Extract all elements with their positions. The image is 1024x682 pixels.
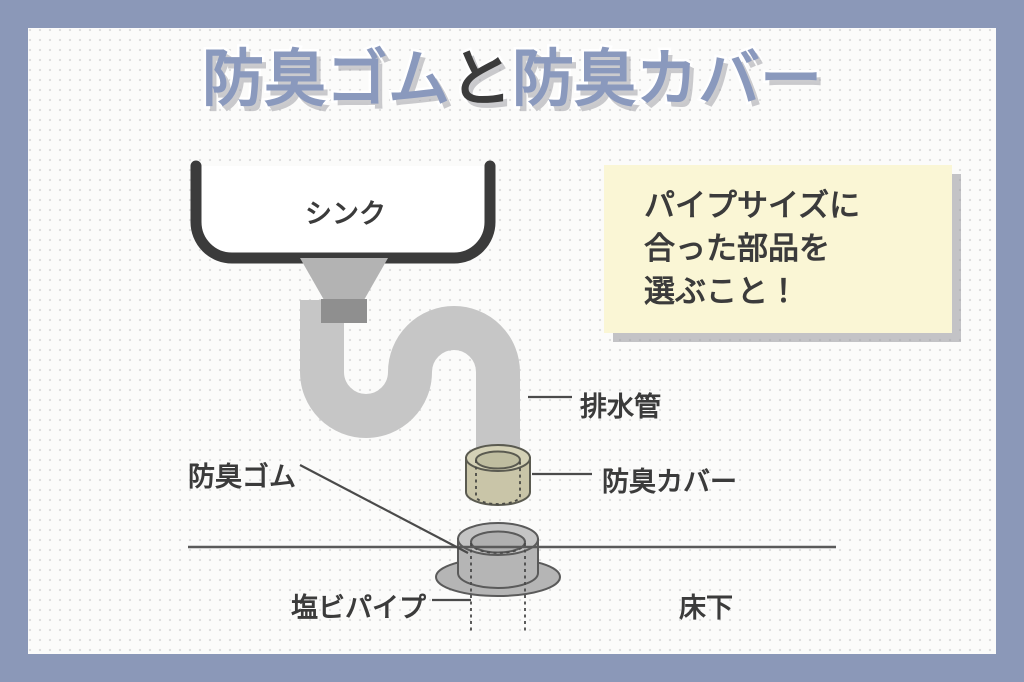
callout-line-2: 合った部品を: [644, 230, 830, 267]
label-pvc-pipe: 塩ビパイプ: [291, 593, 426, 624]
leader-lines: [299, 395, 592, 602]
callout-box: パイプサイズに 合った部品を 選ぶこと！: [604, 165, 952, 333]
drain-funnel-graphic: [300, 258, 388, 323]
label-odor-cover: 防臭カバー: [602, 467, 737, 498]
label-drain-pipe: 排水管: [580, 392, 661, 423]
label-under-floor: 床下: [679, 593, 733, 624]
odor-cover-graphic: [465, 444, 531, 506]
callout-line-3: 選ぶこと！: [644, 273, 799, 310]
label-sink: シンク: [305, 199, 386, 230]
pvc-pipe-hidden-lines: [470, 543, 526, 634]
odor-rubber-graphic: [435, 522, 561, 597]
drain-pipe-graphic: [300, 300, 520, 452]
callout-line-1: パイプサイズに: [644, 188, 861, 224]
leader-odor-rubber: [299, 464, 469, 554]
label-odor-rubber: 防臭ゴム: [188, 462, 296, 493]
